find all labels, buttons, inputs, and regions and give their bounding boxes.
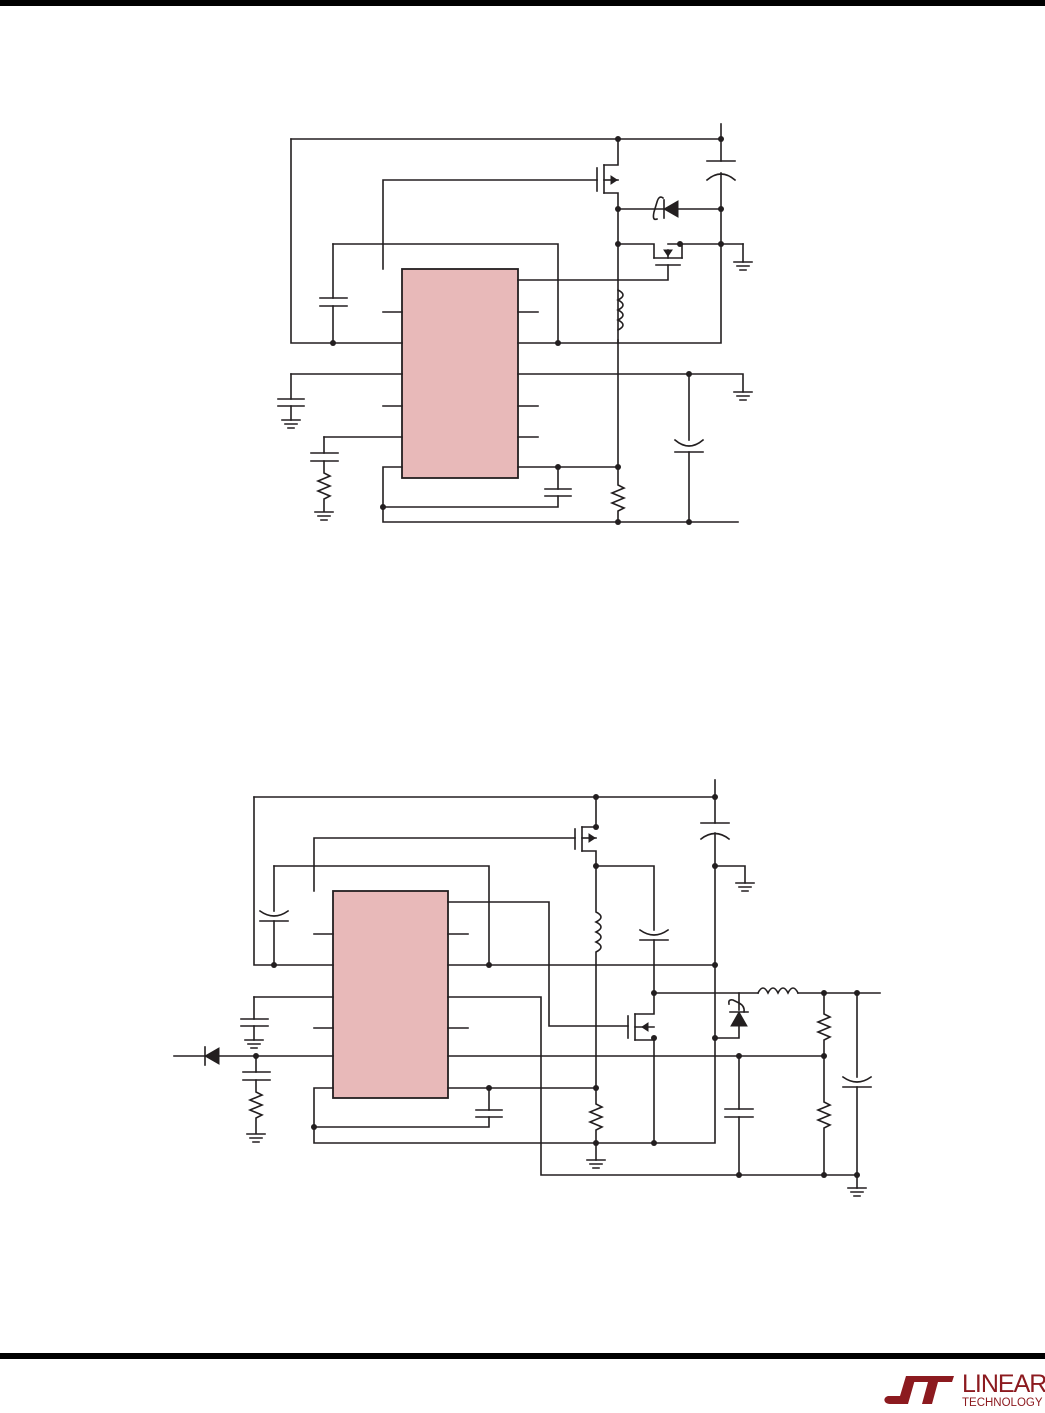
schottky-diode — [662, 200, 679, 218]
capacitor-plate-curved — [638, 928, 670, 936]
wire — [617, 243, 655, 259]
pin-stub — [313, 933, 334, 1029]
gate-wire-top — [382, 179, 598, 270]
ground-symbol — [733, 391, 753, 401]
mosfet-arrow — [641, 1022, 649, 1032]
resistor — [587, 1087, 605, 1144]
ic-chip-1 — [401, 268, 519, 479]
ground-symbol — [586, 1159, 606, 1169]
wire — [447, 996, 858, 1176]
resistor — [815, 1055, 833, 1176]
wire — [634, 992, 655, 1015]
wire — [581, 796, 597, 828]
schottky-diode — [730, 1010, 748, 1027]
gate-wire-top — [313, 837, 576, 892]
resistor — [247, 1079, 265, 1134]
top-rule — [0, 0, 1045, 6]
capacitor — [475, 1109, 503, 1118]
wire — [714, 1025, 740, 1039]
wire — [557, 208, 722, 344]
diode-tilde — [652, 196, 665, 221]
inductor — [594, 865, 602, 1089]
schematic-2 — [173, 779, 881, 1197]
wire — [332, 243, 559, 344]
wire — [581, 850, 597, 867]
wire — [273, 865, 490, 966]
gate-wire-bottom — [447, 901, 629, 1027]
ground-symbol — [735, 882, 755, 892]
wire — [290, 138, 403, 344]
linear-technology-logo: LINEAR TECHNOLOGY — [880, 1370, 1045, 1410]
capacitor-plate-curved — [258, 909, 290, 917]
mosfet-arrow — [610, 175, 618, 185]
logo-word-secondary: TECHNOLOGY — [962, 1397, 1043, 1409]
ground-symbol — [733, 261, 753, 271]
resistor — [609, 466, 627, 523]
wire — [517, 373, 744, 393]
wire — [382, 466, 739, 523]
ground-symbol — [244, 1039, 264, 1049]
wire — [382, 495, 559, 508]
inductor — [616, 288, 624, 332]
logo-word-primary: LINEAR — [962, 1370, 1045, 1398]
diode — [203, 1047, 220, 1065]
wire — [313, 1087, 597, 1144]
gate-wire-bottom — [517, 264, 669, 281]
ground-symbol — [314, 511, 334, 521]
lt-logo-icon — [884, 1376, 954, 1404]
bottom-rule — [0, 1353, 1045, 1359]
resistor — [315, 460, 333, 512]
wire — [253, 796, 334, 966]
wire — [595, 865, 655, 931]
capacitor-plate-curved — [841, 1075, 873, 1083]
capacitor — [242, 1071, 271, 1081]
ic-chip-2 — [332, 890, 449, 1099]
ground-symbol — [847, 1187, 867, 1197]
diode-tilde — [728, 999, 745, 1013]
mosfet-arrow — [663, 249, 673, 257]
ground-symbol — [246, 1133, 266, 1143]
inductor — [756, 987, 800, 995]
wire — [603, 192, 619, 210]
wire — [714, 865, 746, 884]
ground-symbol — [281, 419, 301, 429]
wire — [595, 1037, 716, 1144]
resistor — [815, 992, 833, 1057]
capacitor-plate-curved — [673, 438, 705, 447]
mosfet-arrow — [588, 833, 596, 843]
wire — [313, 1116, 490, 1128]
capacitor — [240, 1018, 269, 1027]
capacitor — [724, 1108, 754, 1118]
pin-stub — [447, 933, 469, 1029]
wire — [603, 138, 619, 166]
schematic-1 — [277, 123, 753, 525]
